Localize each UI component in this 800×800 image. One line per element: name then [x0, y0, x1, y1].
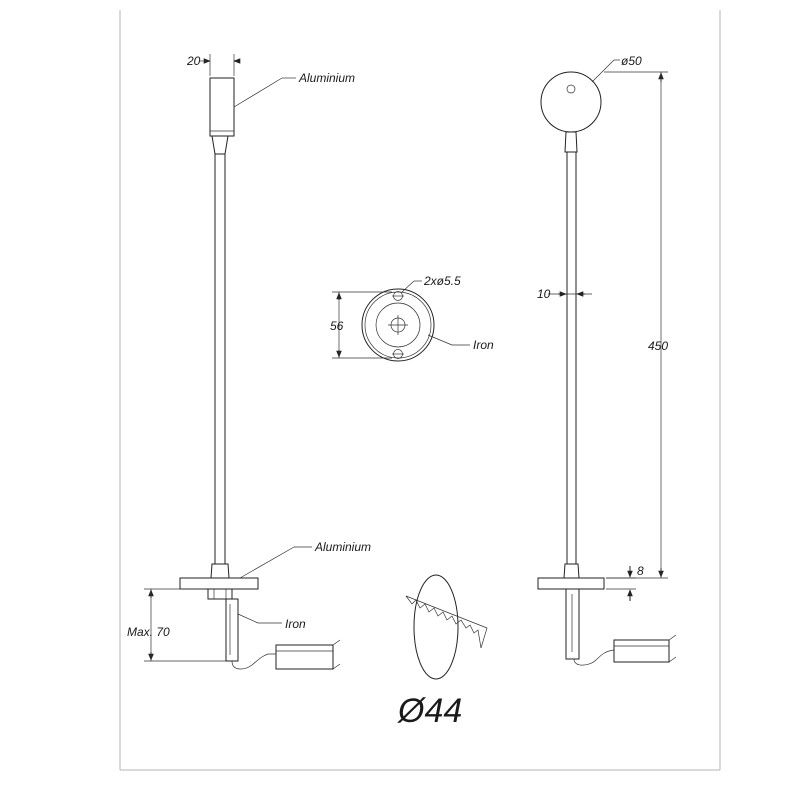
saw-blade [405, 595, 488, 649]
top-material-label: Aluminium [298, 71, 355, 85]
plate-material-label: Iron [473, 338, 494, 352]
cutout-detail: Ø44 [397, 574, 488, 730]
lamp-head [209, 77, 235, 137]
mounting-plate-view: 56 2xø5.5 Iron [330, 274, 494, 362]
front-stem [566, 151, 577, 565]
base-material-label: Aluminium [314, 540, 371, 554]
holes-label: 2xø5.5 [423, 274, 461, 288]
total-height-dim: 450 [648, 339, 668, 353]
cutout-diameter-label: Ø44 [397, 692, 462, 730]
cable [231, 653, 276, 670]
head-width-dim: 20 [186, 54, 201, 68]
cutout-ellipse [413, 574, 459, 680]
mounting-shank [225, 598, 239, 662]
front-shank [565, 588, 580, 660]
mounting-nut [207, 588, 233, 600]
plate-height-dim: 56 [330, 319, 344, 333]
lamp-head-disc [540, 71, 602, 133]
front-collar [563, 563, 580, 579]
front-neck [564, 131, 578, 153]
front-flange [537, 577, 605, 590]
front-view: ø50 450 10 8 [537, 54, 677, 666]
bracket-material-label: Iron [285, 617, 306, 631]
base-collar [210, 563, 230, 579]
driver-box [275, 644, 334, 670]
front-driver-box [613, 639, 670, 663]
base-flange [179, 577, 259, 590]
lamp-neck [211, 135, 229, 155]
side-view: 20 Aluminium Aluminium Iron Max. 70 [127, 54, 371, 670]
front-cable [573, 649, 615, 666]
head-diameter-label: ø50 [621, 54, 642, 68]
head-hole [566, 84, 576, 94]
max-depth-dim: Max. 70 [127, 625, 170, 639]
drawing-frame [119, 10, 721, 771]
base-thickness-dim: 8 [637, 564, 644, 578]
stem-diameter-dim: 10 [537, 287, 551, 301]
stem [214, 153, 226, 565]
